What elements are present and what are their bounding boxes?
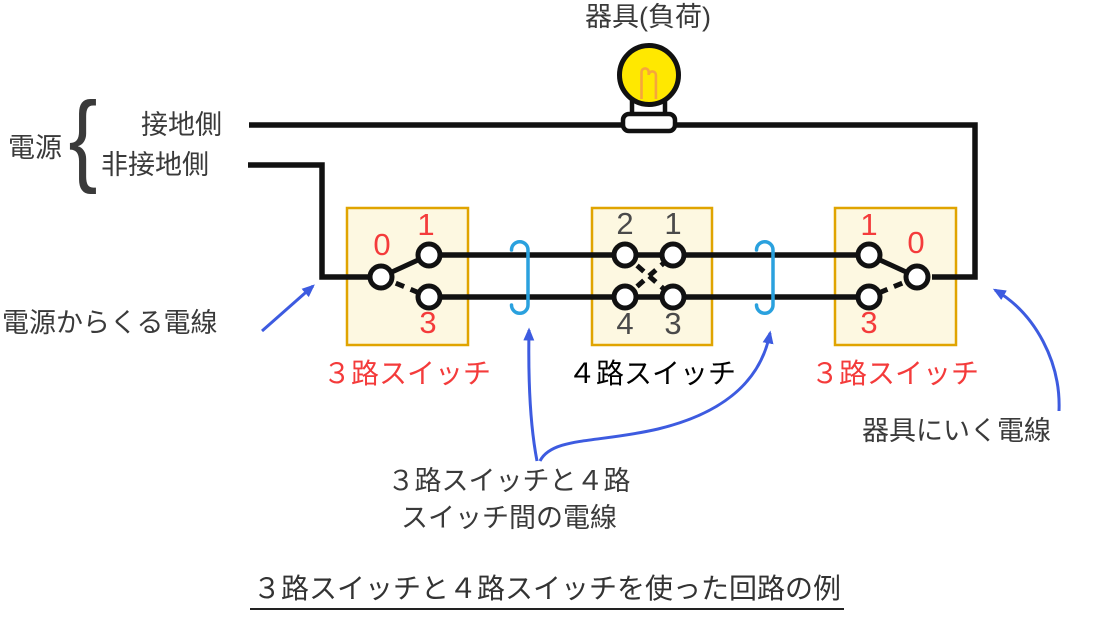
power-brace: {: [68, 81, 98, 195]
terminal-circles: [367, 241, 931, 311]
terminal-left-1: [415, 241, 443, 269]
terminal-mid-1: [659, 241, 687, 269]
annotation-between-line1: ３路スイッチと４路: [387, 466, 631, 496]
annotation-between-switches: ３路スイッチと４路 スイッチ間の電線: [378, 463, 640, 537]
terminal-label-left-1: 1: [417, 207, 435, 242]
terminal-label-right-0: 0: [907, 225, 925, 260]
grounded-side-label: 接地側: [141, 110, 222, 140]
terminal-mid-2: [611, 241, 639, 269]
annotation-between-line2: スイッチ間の電線: [401, 503, 617, 533]
terminal-right-0: [903, 263, 931, 291]
diagram-title-wrap: ３路スイッチと４路スイッチを使った回路の例: [0, 567, 1094, 610]
terminal-mid-3: [659, 283, 687, 311]
terminal-label-left-0: 0: [373, 227, 391, 262]
terminal-label-right-1: 1: [860, 207, 878, 242]
terminal-mid-4: [611, 283, 639, 311]
switch-label-four-way: ４路スイッチ: [567, 358, 736, 389]
bulb-base: [620, 111, 678, 134]
terminal-right-1: [855, 241, 883, 269]
terminal-label-mid-3: 3: [664, 306, 682, 341]
terminal-right-3: [855, 283, 883, 311]
terminal-left-3: [415, 283, 443, 311]
diagram-title: ３路スイッチと４路スイッチを使った回路の例: [249, 573, 844, 610]
wire-ungrounded-from-power: [248, 162, 369, 280]
arrow-from-power: [261, 284, 315, 333]
power-label: 電源: [8, 133, 62, 163]
arrow-between-left-loop: [523, 327, 539, 462]
terminal-label-mid-1: 1: [664, 206, 682, 241]
switch-label-three-way-right: ３路スイッチ: [810, 358, 979, 389]
ungrounded-side-label: 非接地側: [101, 150, 209, 180]
switch-label-three-way-left: ３路スイッチ: [322, 358, 491, 389]
terminal-label-right-3: 3: [860, 305, 878, 340]
terminal-left-0: [367, 263, 395, 291]
terminal-label-mid-4: 4: [616, 306, 634, 341]
cable-loop-left: [509, 240, 530, 315]
arrow-to-load: [992, 288, 1061, 412]
arrow-between-right-loop: [538, 330, 774, 462]
cable-loop-right: [754, 240, 775, 315]
load-label: 器具(負荷): [585, 2, 711, 32]
terminal-label-left-3: 3: [419, 305, 437, 340]
bulb-filament: [640, 67, 658, 99]
wire-grounded-to-load: [249, 122, 978, 280]
light-bulb-icon: [617, 43, 681, 134]
annotation-to-load: 器具にいく電線: [862, 416, 1051, 446]
annotation-from-power: 電源からくる電線: [2, 308, 218, 338]
terminal-label-mid-2: 2: [616, 206, 634, 241]
